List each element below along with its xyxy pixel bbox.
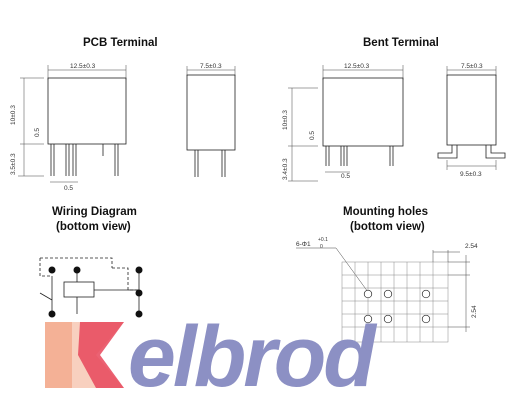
pcb-height-dim: 10±0.3 bbox=[10, 105, 17, 125]
hole-tolerance-bottom: 0 bbox=[320, 244, 323, 250]
wiring-pin-3 bbox=[135, 266, 143, 274]
wiring-pin-5 bbox=[48, 310, 56, 318]
bent-pin-width-dim: 0.5 bbox=[341, 173, 350, 180]
relay-coil-symbol bbox=[63, 281, 95, 298]
mounting-holes-heading: Mounting holes bbox=[343, 206, 428, 218]
wiring-bottom-view-label: (bottom view) bbox=[56, 221, 131, 233]
pcb-terminal-heading: PCB Terminal bbox=[83, 37, 158, 49]
bent-pin-thickness-dim: 0.5 bbox=[309, 131, 316, 140]
pcb-width-dim: 7.5±0.3 bbox=[200, 63, 222, 70]
pcb-side-view: 7.5±0.3 bbox=[186, 63, 236, 177]
bent-front-view: 12.5±0.3 10±0.3 3.4±0.3 0.5 0.5 bbox=[282, 63, 404, 182]
wiring-pin-4 bbox=[135, 289, 143, 297]
wiring-pin-1 bbox=[48, 266, 56, 274]
wiring-pin-2 bbox=[73, 266, 81, 274]
mount-hole-1 bbox=[363, 289, 373, 299]
logo-red-chevron bbox=[78, 322, 124, 388]
bent-span-dim: 9.5±0.3 bbox=[460, 171, 482, 178]
mount-hole-2 bbox=[383, 289, 393, 299]
bent-pin-length-dim: 3.4±0.3 bbox=[282, 158, 289, 180]
logo-orange-block bbox=[45, 322, 72, 388]
wiring-pin-6 bbox=[135, 310, 143, 318]
bent-length-dim: 12.5±0.3 bbox=[344, 63, 370, 70]
pcb-pin-thickness-dim: 0.5 bbox=[34, 128, 41, 137]
bent-height-dim: 10±0.3 bbox=[282, 110, 289, 130]
elbrod-logo: elbrod bbox=[45, 309, 380, 405]
logo-brand-text: elbrod bbox=[128, 309, 377, 405]
bent-side-view: 7.5±0.3 9.5±0.3 bbox=[437, 63, 506, 178]
wiring-diagram-heading: Wiring Diagram bbox=[52, 206, 137, 218]
wiring-diagram bbox=[39, 257, 143, 318]
mount-hole-4 bbox=[363, 314, 373, 324]
mount-hole-6 bbox=[421, 314, 431, 324]
hole-spec-label: 6-Φ1 bbox=[296, 241, 311, 248]
pcb-pin-length-dim: 3.5±0.3 bbox=[10, 153, 17, 175]
pcb-pin-width-dim: 0.5 bbox=[64, 185, 73, 192]
pitch-vertical-dim: 2.54 bbox=[471, 305, 478, 318]
mount-hole-5 bbox=[383, 314, 393, 324]
pcb-front-view: 12.5±0.3 10±0.3 3.5±0.3 0.5 0.5 bbox=[10, 63, 127, 192]
bent-terminal-heading: Bent Terminal bbox=[363, 37, 439, 49]
hole-tolerance-top: +0.1 bbox=[318, 237, 328, 243]
mounting-holes-diagram: 6-Φ1 +0.1 0 2.54 2.54 bbox=[296, 237, 478, 343]
bent-width-dim: 7.5±0.3 bbox=[461, 63, 483, 70]
mounting-bottom-view-label: (bottom view) bbox=[350, 221, 425, 233]
pitch-horizontal-dim: 2.54 bbox=[465, 243, 478, 250]
mount-hole-3 bbox=[421, 289, 431, 299]
pcb-length-dim: 12.5±0.3 bbox=[70, 63, 96, 70]
